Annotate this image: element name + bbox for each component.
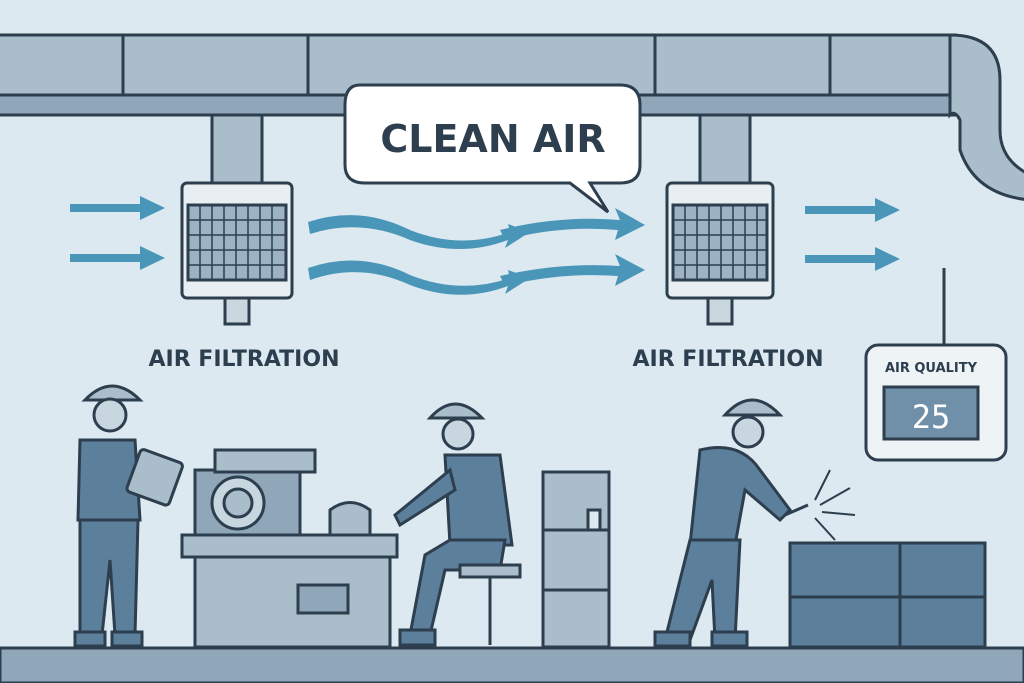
ceiling-duct: [0, 33, 1024, 201]
filtration-label-left: AIR FILTRATION: [149, 347, 340, 372]
speech-bubble-text: CLEAN AIR: [380, 117, 605, 161]
equipment-boxes: [788, 541, 987, 649]
machine: [180, 448, 399, 649]
filtration-label-right: AIR FILTRATION: [633, 347, 824, 372]
worker-with-tablet: [73, 384, 184, 648]
speech-bubble: [343, 83, 642, 214]
filter-unit-right: [665, 113, 775, 326]
filter-unit-left: [180, 113, 294, 326]
air-quality-monitor: [864, 268, 1008, 462]
air-quality-title: AIR QUALITY: [885, 361, 978, 376]
air-quality-value: 25: [912, 398, 951, 436]
welding-worker: [653, 398, 809, 648]
welding-sparks-icon: [814, 469, 856, 541]
seated-worker: [393, 402, 522, 647]
airflow-arrows: [70, 196, 900, 295]
floor: [0, 646, 1024, 683]
filing-cabinet: [541, 470, 611, 649]
